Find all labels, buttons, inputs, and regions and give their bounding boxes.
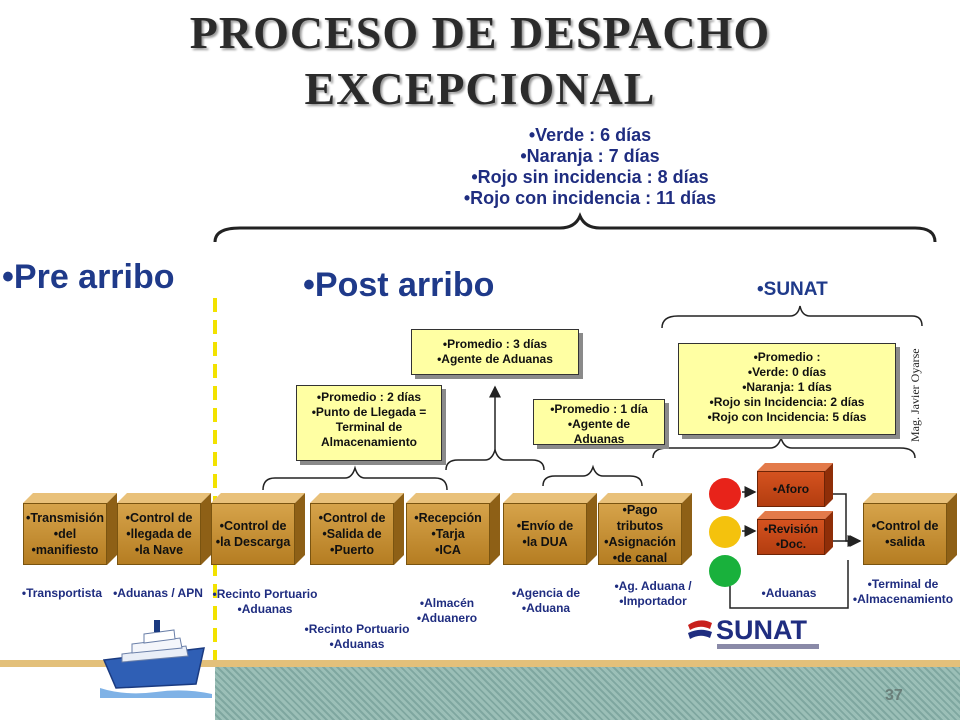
duration-naranja: •Naranja : 7 días [520,146,660,166]
actor-agencia-aduana: •Agencia de•Aduana [511,586,581,615]
step-label: •Control de•llegada de•la Nave [125,511,193,557]
note-descarga-line: •Promedio : 2 días [316,390,422,404]
yellow-light-icon [709,516,741,548]
arrow-green-salida [729,560,849,609]
note-agente3-line: •Agente de Aduanas [437,352,553,366]
channel-aforo: •Aforo [757,463,833,507]
note-sunat-line: •Naranja: 1 días [742,380,832,394]
step-control-salida: •Control de•salida [863,493,957,565]
page-number: 37 [885,687,903,704]
sunat-logo-text: SUNAT [716,615,807,645]
channel-revision: •Revisión•Doc. [757,511,833,555]
step-control-llegada: •Control de•llegada de•la Nave [117,493,211,565]
brace-descarga [262,465,448,491]
sunat-logo: SUNAT [686,615,821,651]
ship-icon [100,620,212,698]
note-sunat-line: •Rojo sin Incidencia: 2 días [709,395,865,409]
actor-recinto-portuario-2: •Recinto Portuario•Aduanas [304,622,410,651]
step-label: •Control de•la Descarga [215,519,291,549]
title-line-1: PROCESO DE DESPACHO [189,7,771,58]
actor-aduanas: •Aduanas [761,586,817,600]
channel-label: •Revisión•Doc. [763,522,819,551]
step-pago-tributos: •Pago tributos•Asignación•de canal [598,493,692,565]
arrow-aforo-salida [832,493,862,547]
actor-ag-aduana-importador: •Ag. Aduana /•Importador [614,579,692,608]
actor-terminal-almacenamiento: •Terminal de•Almacenamiento [852,577,954,606]
step-control-salida-puerto: •Control de•Salida de•Puerto [310,493,404,565]
note-agente1-line: •Agente de [567,417,631,431]
note-descarga: •Promedio : 2 días •Punto de Llegada = T… [296,385,442,461]
note-sunat-line: •Promedio : [753,350,821,364]
note-agente-1dia: •Promedio : 1 día •Agente de Aduanas [533,399,665,446]
sunat-logo-icon [688,620,712,639]
brace-recepcion [445,447,545,471]
step-envio-dua: •Envío de•la DUA [503,493,597,565]
actor-aduanas-apn: •Aduanas / APN [113,586,203,600]
note-descarga-line: Terminal de [335,420,403,434]
step-recepcion: •Recepción•Tarja•ICA [406,493,500,565]
note-descarga-line: •Punto de Llegada = [311,405,427,419]
duration-rojo-con: •Rojo con incidencia : 11 días [463,188,717,208]
note-agente1-line: •Promedio : 1 día [550,402,648,416]
red-light-icon [709,478,741,510]
actor-transportista: •Transportista [21,586,103,600]
duration-list: •Verde : 6 días •Naranja : 7 días •Rojo … [380,125,800,209]
note-agente3-line: •Promedio : 3 días [442,337,548,351]
actor-recinto-portuario-1: •Recinto Portuario•Aduanas [212,587,318,616]
note-sunat-line: •Verde: 0 días [747,365,827,379]
step-control-descarga: •Control de•la Descarga [211,493,305,565]
post-arribo-brace [213,212,937,243]
channel-label: •Aforo [772,481,810,496]
note-sunat: •Promedio : •Verde: 0 días •Naranja: 1 d… [678,343,896,435]
actor-almacen-aduanero: •Almacén•Aduanero [416,596,478,625]
brace-canales [652,435,916,459]
step-label: •Recepción•Tarja•ICA [414,511,482,557]
brace-envio [542,464,643,487]
step-label: •Transmisión•del•manifiesto [25,511,104,557]
footer-band [0,660,960,667]
phase-post-arribo: •Post arribo [303,266,495,304]
note-agente-3dias: •Promedio : 3 días •Agente de Aduanas [411,329,579,375]
author-credit: Mag. Javier Oyarse [908,348,922,442]
step-label: •Pago tributos•Asignación•de canal [604,503,676,565]
step-label: •Control de•salida [871,519,939,549]
sunat-brace [661,305,923,329]
note-descarga-line: Almacenamiento [320,435,418,449]
sunat-logo-subtitle [717,644,819,649]
duration-rojo-sin: •Rojo sin incidencia : 8 días [471,167,709,187]
note-agente1-line: Aduanas [573,432,625,446]
step-label: •Control de•Salida de•Puerto [318,511,386,557]
step-label: •Envío de•la DUA [516,519,574,549]
step-transmision: •Transmisión•del•manifiesto [23,493,117,565]
note-sunat-line: •Rojo con Incidencia: 5 días [707,410,867,424]
phase-sunat: •SUNAT [757,279,828,300]
phase-pre-arribo: •Pre arribo [2,258,175,296]
green-light-icon [709,555,741,587]
duration-verde: •Verde : 6 días [528,125,652,145]
title-line-2: EXCEPCIONAL [304,63,656,114]
